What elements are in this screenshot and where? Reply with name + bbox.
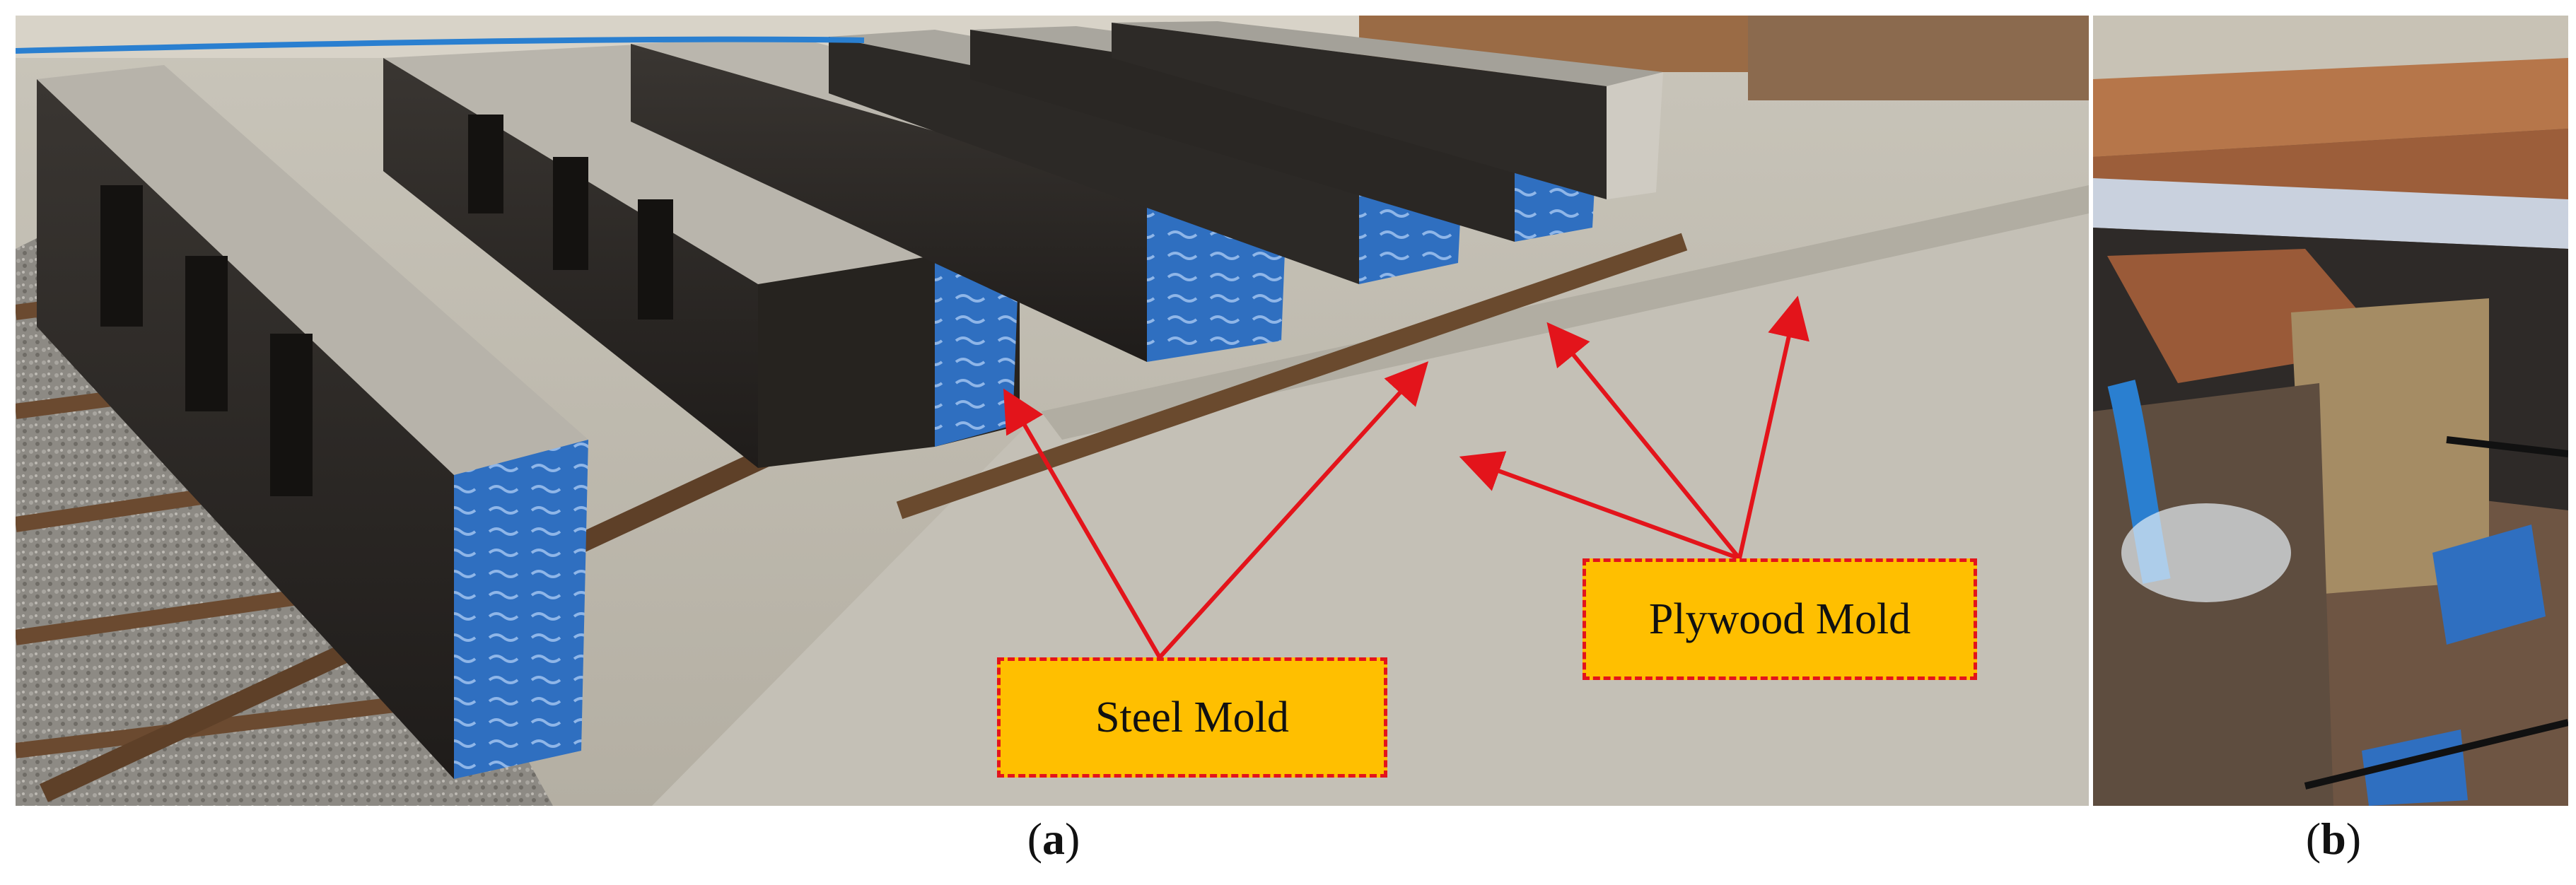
plywood-mold-label: Plywood Mold bbox=[1648, 594, 1911, 643]
photo-panel-b bbox=[2093, 16, 2568, 806]
panel-letter-a: a bbox=[1042, 814, 1065, 864]
curing-closeup-photo bbox=[2093, 16, 2568, 806]
plywood-mold-callout: Plywood Mold bbox=[1583, 558, 1977, 680]
panel-label-b: (b) bbox=[2305, 814, 2362, 864]
steel-mold-callout: Steel Mold bbox=[997, 657, 1387, 778]
panel-letter-b: b bbox=[2321, 814, 2346, 864]
steel-mold-label: Steel Mold bbox=[1095, 693, 1289, 742]
panel-label-a: (a) bbox=[1027, 814, 1080, 864]
